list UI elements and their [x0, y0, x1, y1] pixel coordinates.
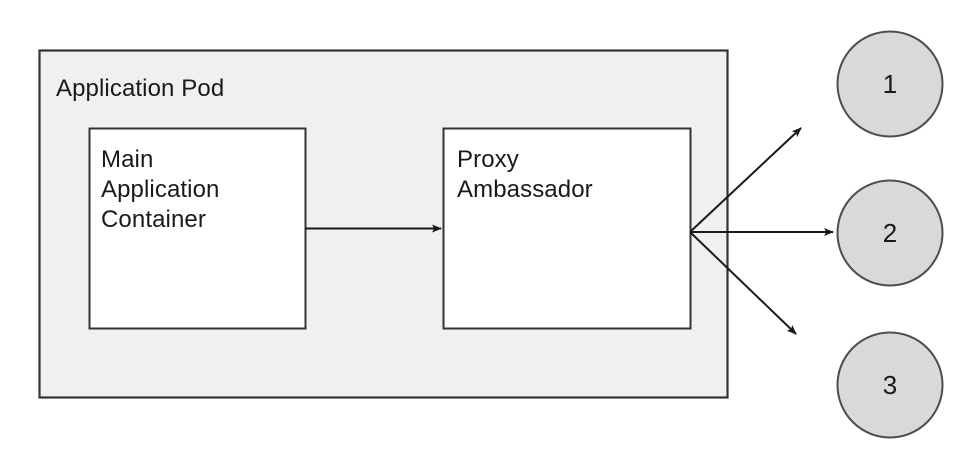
- application-pod-label: Application Pod: [56, 75, 225, 102]
- connector-proxy-to-service-3: [689, 231, 797, 335]
- connector-proxy-to-service-1: [689, 127, 802, 233]
- service-circle-2-label: 2: [882, 218, 898, 248]
- proxy-ambassador-label: Proxy Ambassador: [457, 146, 593, 203]
- service-circle-2: [836, 179, 944, 287]
- service-circle-3-label: 3: [882, 370, 898, 400]
- main-application-container-box: [88, 127, 307, 330]
- service-circle-1: [836, 30, 944, 138]
- proxy-ambassador-container-box: [442, 127, 692, 330]
- service-circle-3: [836, 331, 944, 439]
- main-application-container-label: Main Application Container: [101, 146, 220, 233]
- service-circle-1-label: 1: [882, 69, 898, 99]
